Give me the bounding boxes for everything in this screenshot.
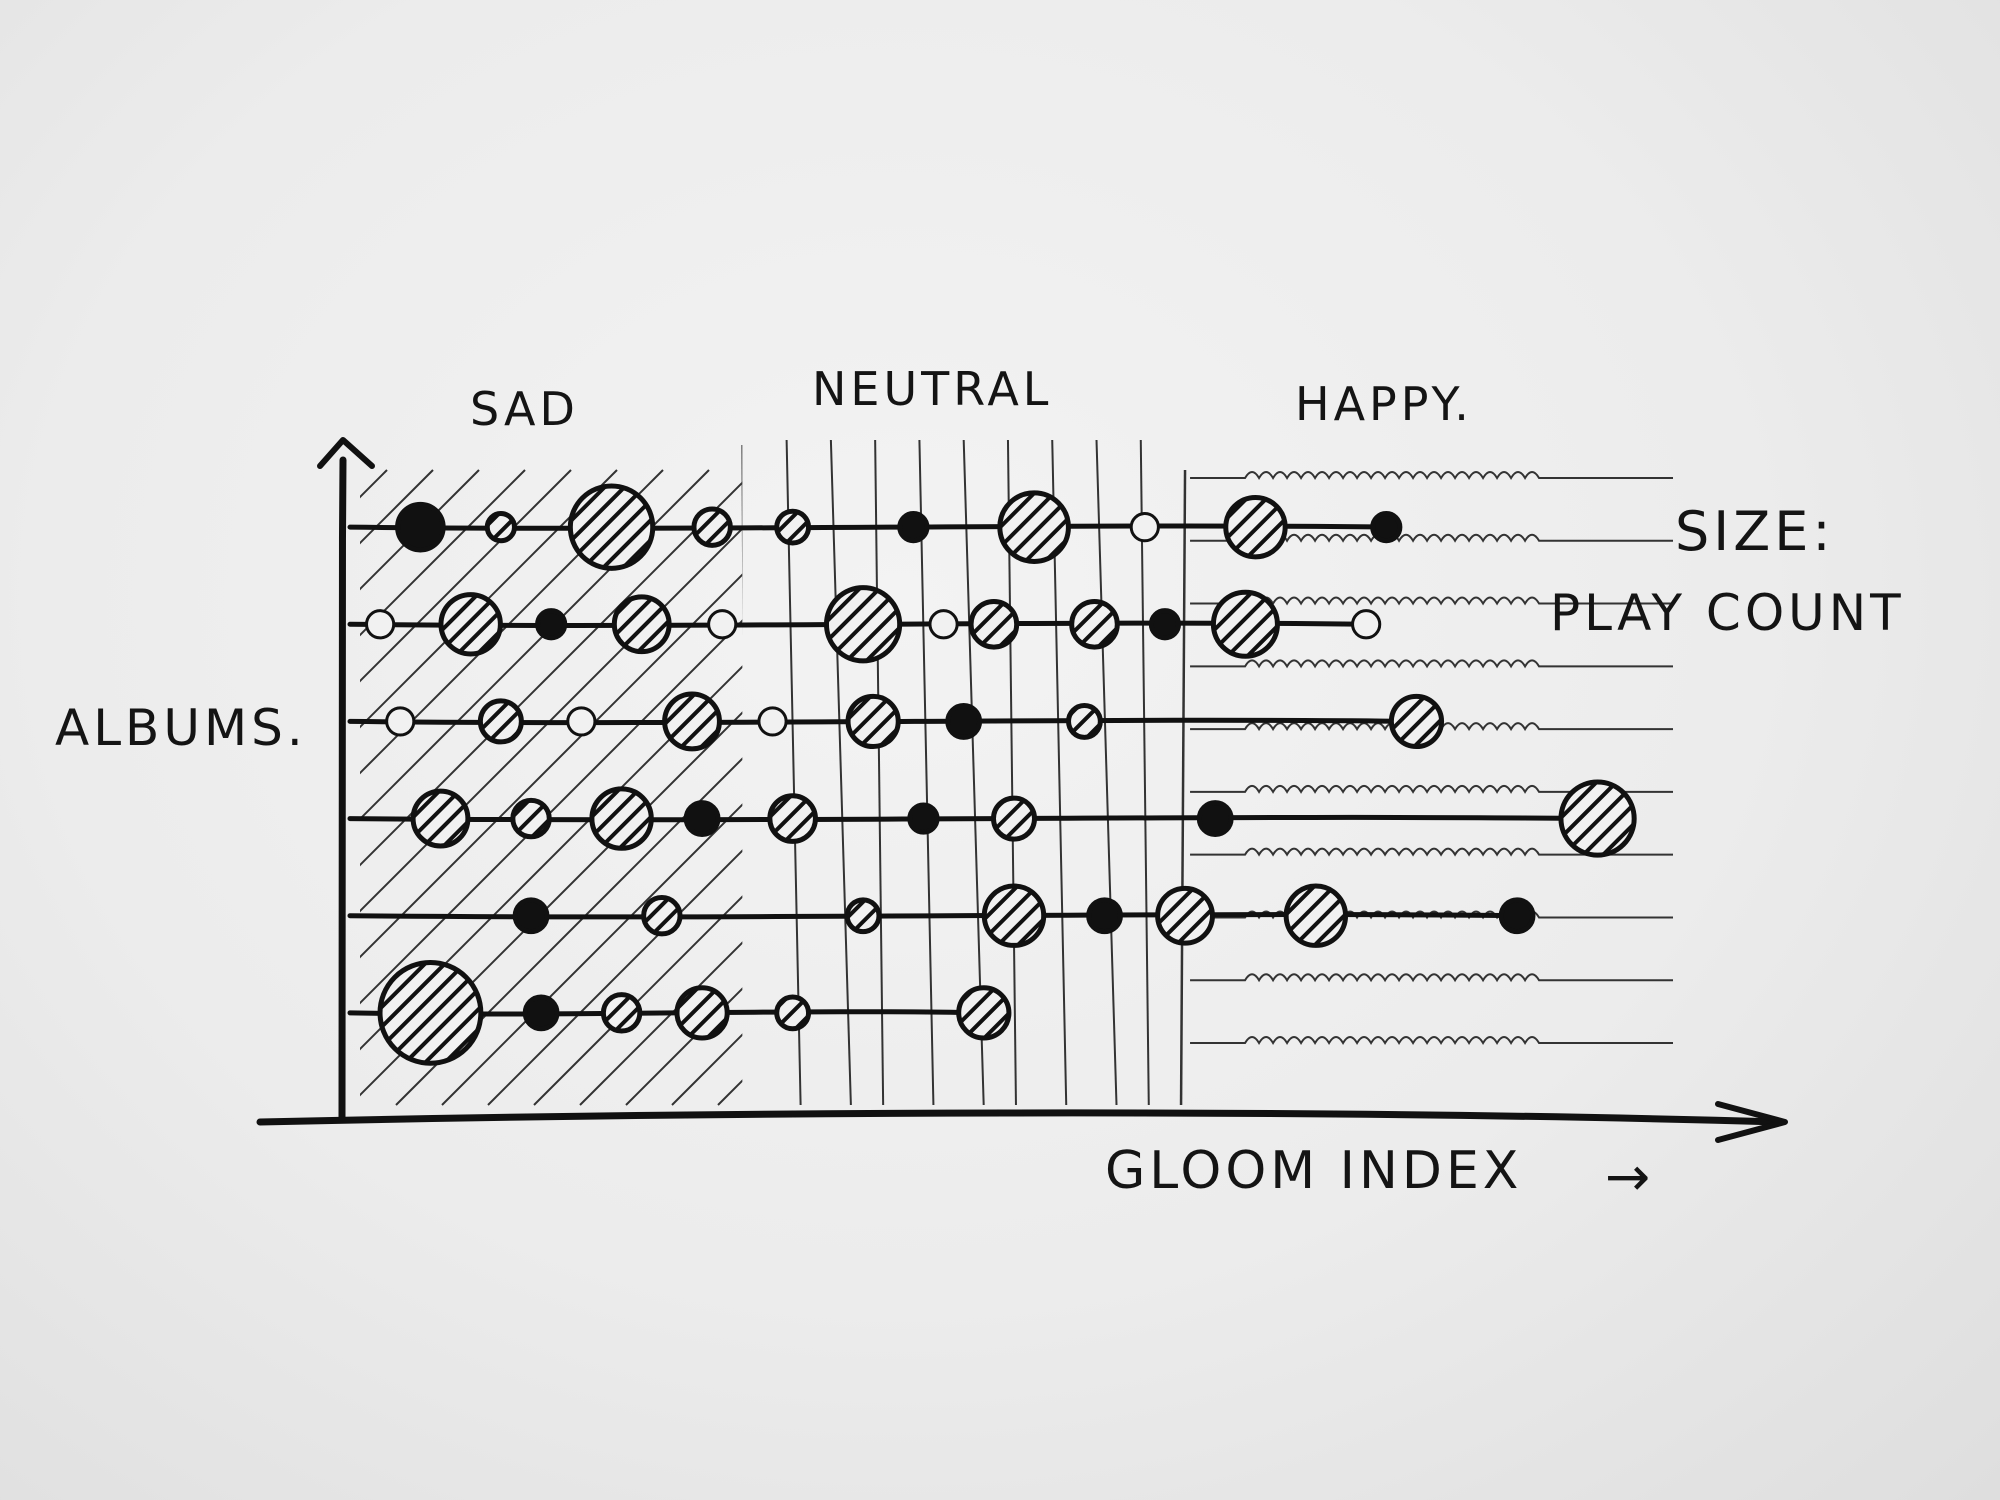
album-bubble — [438, 592, 503, 657]
album-bubble — [510, 797, 552, 840]
album-bubble — [674, 985, 730, 1041]
album-bubble — [928, 609, 959, 640]
album-bubble — [997, 490, 1071, 564]
album-bubble — [484, 511, 517, 544]
album-bubble — [845, 693, 901, 750]
y-axis-label: ALBUMS. — [55, 699, 307, 757]
album-bubble — [1196, 800, 1234, 837]
album-row-5 — [347, 883, 1536, 948]
album-bubble — [566, 706, 597, 737]
album-bubble — [535, 608, 568, 641]
album-bubble — [683, 800, 721, 837]
album-bubble — [611, 594, 672, 655]
y-axis-arrowhead — [317, 437, 375, 469]
album-bubble — [767, 793, 818, 844]
x-axis-label: GLOOM INDEX — [1105, 1141, 1522, 1201]
x-axis-line — [256, 1109, 1784, 1126]
album-bubble — [981, 883, 1047, 948]
region-label-sad: SAD — [470, 382, 579, 436]
album-bubble — [512, 897, 550, 935]
album-bubble — [385, 706, 416, 737]
album-bubble — [522, 994, 560, 1032]
x-axis-arrowhead — [1715, 1101, 1788, 1143]
album-bubble — [477, 698, 524, 745]
album-bubble — [1283, 883, 1349, 948]
album-bubble — [395, 501, 446, 553]
album-bubble — [991, 795, 1037, 842]
album-bubble — [707, 609, 738, 640]
album-bubble — [757, 706, 788, 737]
album-bubble — [823, 585, 903, 664]
album-bubble — [691, 506, 733, 548]
region-label-neutral: NEUTRAL — [812, 362, 1052, 416]
album-bubble — [1388, 693, 1445, 750]
album-bubble — [365, 609, 396, 640]
album-bubble — [1155, 885, 1215, 946]
album-bubble — [945, 703, 983, 740]
album-bubble — [907, 802, 940, 835]
album-bubble — [662, 691, 722, 752]
axes — [256, 437, 1788, 1143]
album-bubble — [377, 959, 484, 1066]
album-row-2 — [347, 585, 1382, 664]
album-bubble — [844, 897, 882, 935]
album-bubble — [897, 511, 930, 544]
region-label-happy: HAPPY. — [1295, 377, 1473, 431]
album-series — [347, 483, 1637, 1066]
album-row-3 — [347, 691, 1445, 752]
album-bubble — [1223, 494, 1288, 560]
album-bubble — [1351, 609, 1382, 640]
region-patterns — [360, 439, 1673, 1106]
album-bubble — [1069, 598, 1120, 650]
album-row-4 — [347, 779, 1637, 858]
album-bubble — [1498, 897, 1536, 935]
album-bubble — [641, 895, 683, 937]
album-bubble — [410, 788, 471, 849]
album-bubble — [774, 508, 812, 546]
album-bubble — [589, 786, 654, 851]
size-note-title: SIZE: — [1675, 500, 1835, 563]
y-axis-line — [338, 456, 347, 1122]
size-note-value: PLAY COUNT — [1550, 584, 1905, 642]
album-bubble — [956, 985, 1012, 1041]
x-axis-label-arrow: → — [1605, 1145, 1654, 1208]
album-bubble — [1086, 897, 1123, 935]
album-bubble — [567, 483, 656, 571]
album-bubble — [1129, 512, 1160, 543]
album-bubble — [1066, 703, 1103, 740]
album-bubble — [1370, 511, 1403, 544]
album-bubble — [1148, 608, 1182, 641]
album-row-1 — [347, 483, 1403, 571]
album-bubble — [1558, 779, 1637, 858]
album-row-6 — [347, 959, 1012, 1066]
album-bubble — [600, 992, 643, 1034]
album-bubble — [968, 598, 1020, 650]
album-bubble — [1210, 589, 1280, 659]
album-bubble — [774, 994, 812, 1032]
